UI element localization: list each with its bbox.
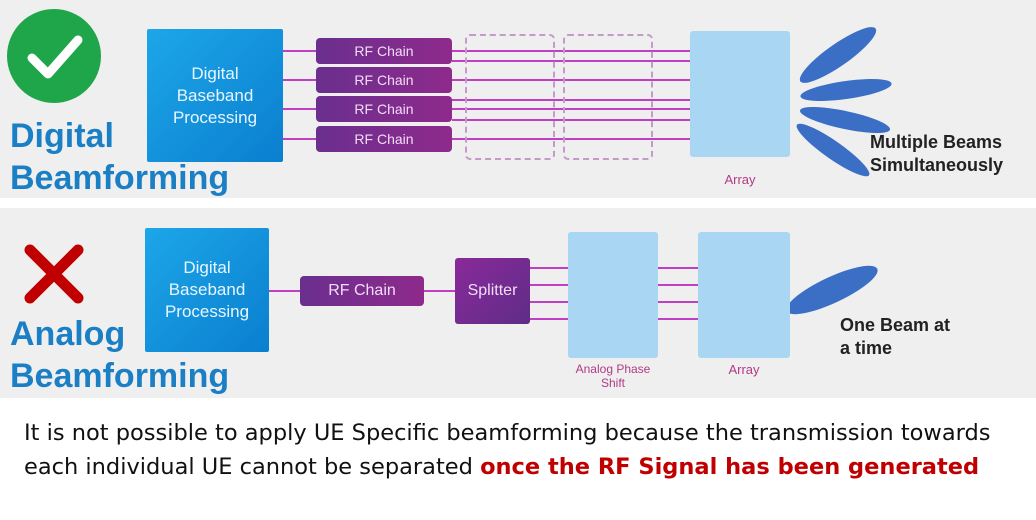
analog-title-line2: Beamforming [10, 357, 230, 395]
digital-beam-icons [796, 27, 892, 177]
cross-icon [24, 244, 84, 304]
digital-rf-chain-1: RF Chain [316, 38, 452, 64]
digital-rf-chain-4: RF Chain [316, 126, 452, 152]
check-icon [7, 9, 101, 103]
caption-body: It is not possible to apply UE Specific … [24, 420, 991, 480]
digital-beams-text: Multiple Beams Simultaneously [870, 132, 1004, 175]
digital-rf-chain-2: RF Chain [316, 67, 452, 93]
analog-beams-text: One Beam at a time [840, 315, 951, 358]
analog-array-label: Array [728, 362, 760, 377]
splitter-box: Splitter [455, 258, 530, 324]
phase-shift-label: Analog Phase Shift [575, 362, 651, 390]
analog-title-line1: Analog [10, 315, 126, 353]
digital-baseband-box: Digital Baseband Processing [147, 29, 283, 162]
analog-beam-icon [786, 265, 878, 315]
caption-highlight: once the RF Signal has been generated [480, 454, 980, 480]
caption-text: It is not possible to apply UE Specific … [24, 416, 1024, 484]
empty-stage-box-2 [563, 34, 653, 160]
empty-stage-box-1 [465, 34, 555, 160]
analog-baseband-label: Digital Baseband Processing [164, 258, 250, 321]
digital-array-label: Array [724, 172, 756, 187]
analog-array-box [698, 232, 790, 358]
digital-array-box [690, 31, 790, 157]
digital-baseband-label: Digital Baseband Processing [172, 63, 258, 127]
digital-title-line1: Digital [10, 117, 114, 155]
phase-shift-box [568, 232, 658, 358]
digital-rf-chain-3: RF Chain [316, 96, 452, 122]
digital-title-line2: Beamforming [10, 159, 230, 197]
analog-rf-chain: RF Chain [300, 276, 424, 306]
analog-baseband-box: Digital Baseband Processing [145, 228, 269, 352]
